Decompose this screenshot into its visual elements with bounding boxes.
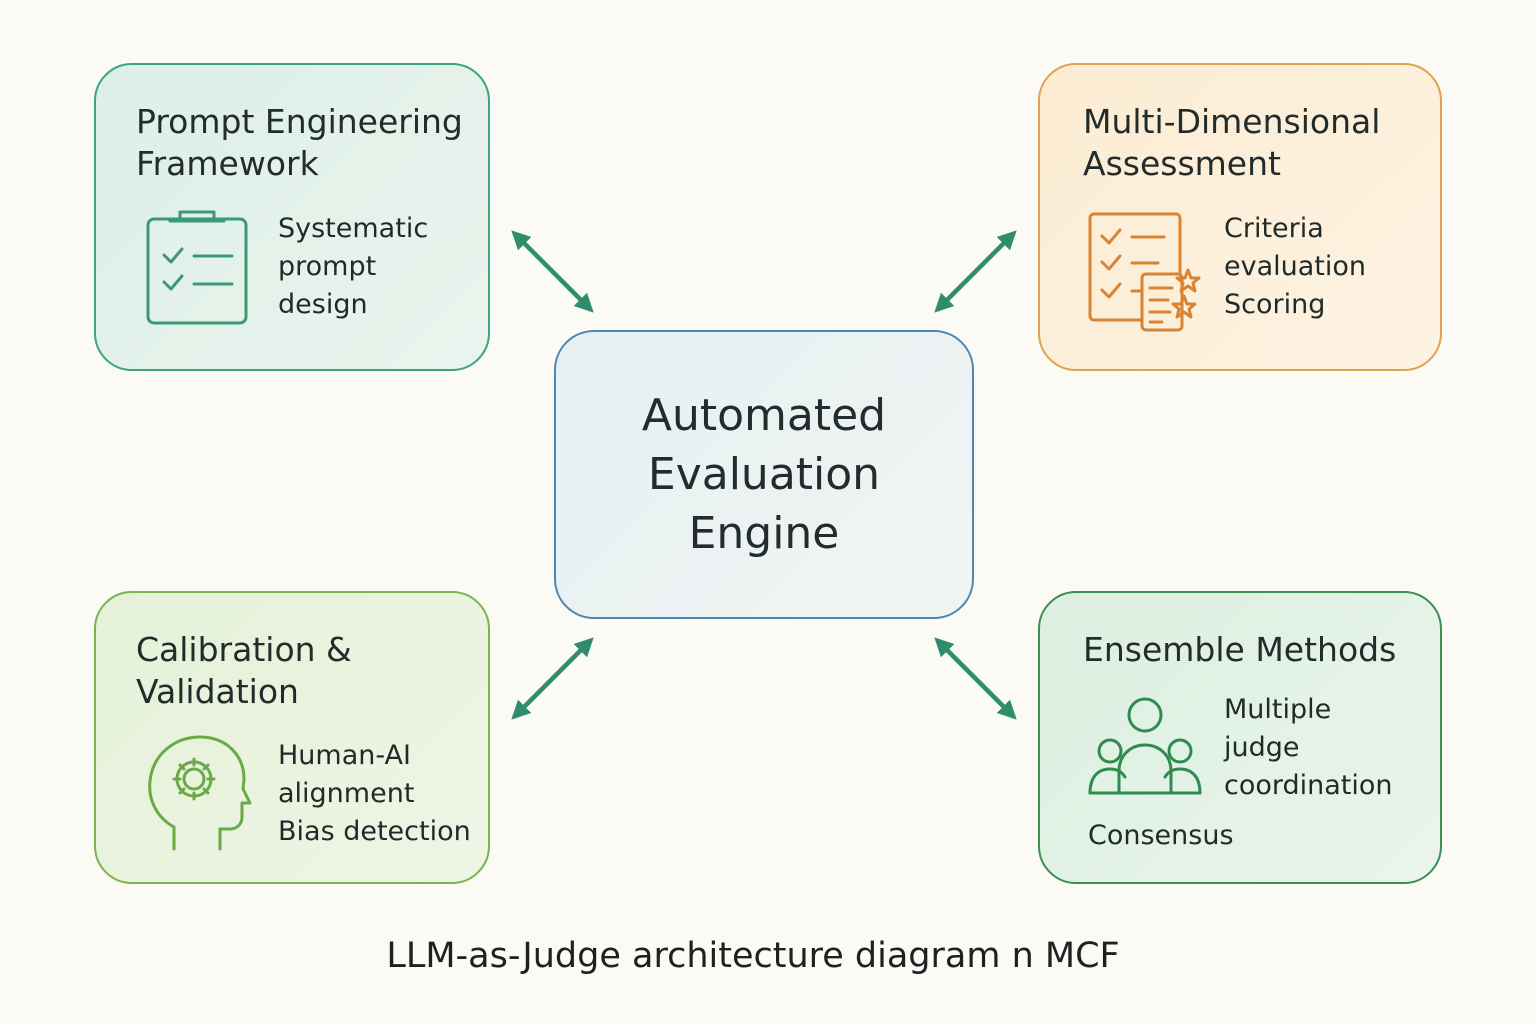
ensemble-methods-title: Ensemble Methods [1083, 630, 1397, 669]
multi-dimensional-description: Criteria evaluation Scoring [1224, 213, 1367, 320]
prompt-engineering-description: Systematic prompt design [278, 213, 429, 320]
multi-dimensional-box: Multi-Dimensional Assessment Criteria ev… [1038, 63, 1442, 371]
arrow-bottom-left [511, 637, 594, 720]
ensemble-methods-description: Multiple judge coordination [1224, 694, 1393, 801]
calibration-validation-description: Human-AI alignment Bias detection [278, 740, 471, 847]
center-title: Automated Evaluation Engine [641, 390, 887, 559]
arrow-top-right [934, 230, 1017, 313]
diagram-caption: LLM-as-Judge architecture diagram n MCF [386, 936, 1120, 976]
arrow-bottom-right [934, 637, 1017, 720]
people-group-icon [1088, 697, 1202, 795]
ensemble-methods-consensus: Consensus [1088, 820, 1234, 851]
calibration-validation-title: Calibration & Validation [136, 630, 352, 711]
prompt-engineering-title: Prompt Engineering Framework [136, 102, 463, 183]
arrow-top-left [511, 230, 594, 313]
multi-dimensional-title: Multi-Dimensional Assessment [1083, 102, 1381, 183]
ensemble-methods-box: Ensemble Methods Multiple judge coordina… [1038, 591, 1442, 884]
head-gear-icon [148, 735, 252, 851]
calibration-validation-box: Calibration & Validation Human-AI alignm… [94, 591, 490, 884]
checklist-stars-icon [1088, 212, 1201, 332]
automated-evaluation-engine-box: Automated Evaluation Engine [554, 330, 974, 619]
prompt-engineering-box: Prompt Engineering Framework Systematic … [94, 63, 490, 371]
clipboard-checklist-icon [146, 210, 248, 325]
